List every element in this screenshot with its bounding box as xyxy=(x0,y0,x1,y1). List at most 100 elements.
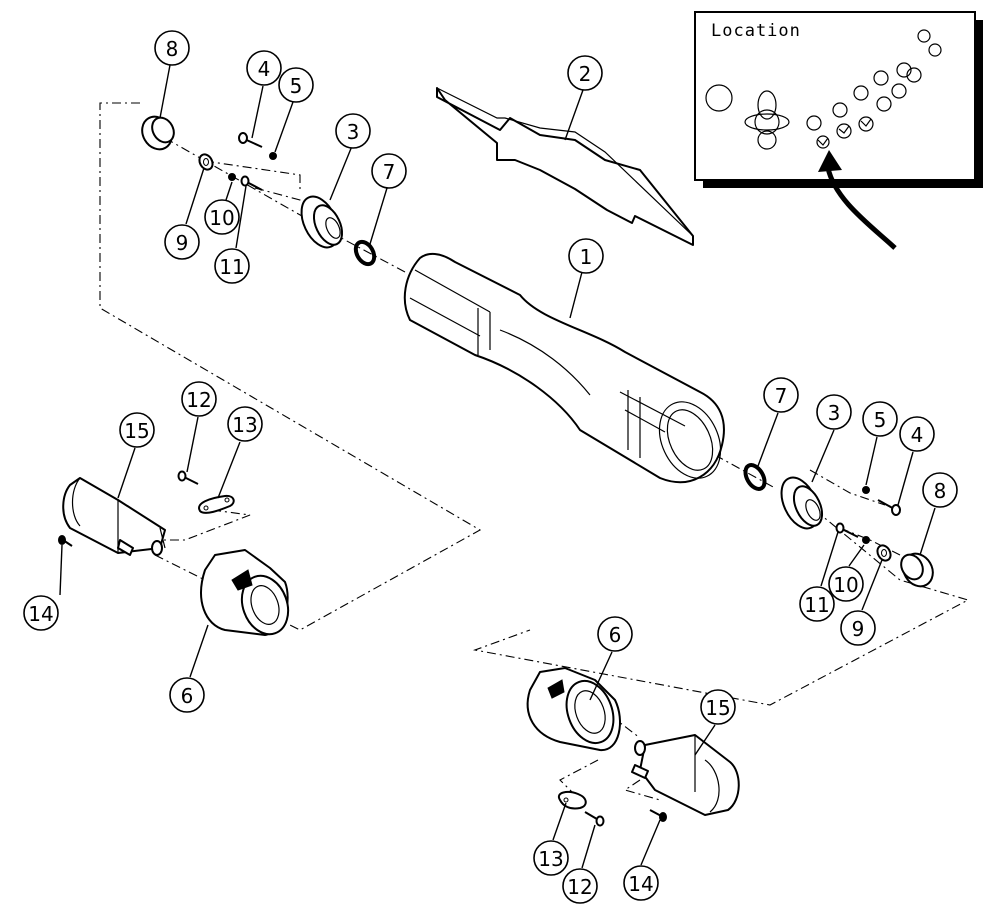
callout-number: 15 xyxy=(124,419,149,443)
callout-circle xyxy=(169,677,205,713)
callout-number: 7 xyxy=(383,160,396,184)
callout-10: 10 xyxy=(204,199,240,235)
part-12-bolt-left xyxy=(177,470,199,485)
part-13-link-right xyxy=(557,791,587,810)
part-7-seal-right xyxy=(743,463,767,491)
callout-circle xyxy=(533,840,569,876)
part-7-seal-left xyxy=(353,239,377,267)
callout-13: 13 xyxy=(533,840,569,876)
location-title: Location xyxy=(711,21,801,41)
callout-number: 13 xyxy=(232,413,257,437)
part-12-bolt-right xyxy=(584,811,605,827)
callout-circle xyxy=(899,416,935,452)
part-13-link-left xyxy=(198,494,235,514)
callout-14: 14 xyxy=(23,595,59,631)
callout-circle xyxy=(828,566,864,602)
part-8-bearing-left xyxy=(141,115,175,151)
callout-number: 8 xyxy=(934,479,947,503)
part-10-nut-right xyxy=(862,536,870,544)
callout-number: 14 xyxy=(28,602,53,626)
callout-circle xyxy=(862,401,898,437)
callout-11: 11 xyxy=(799,586,835,622)
callout-number: 6 xyxy=(181,684,194,708)
callout-number: 6 xyxy=(609,623,622,647)
callout-number: 14 xyxy=(628,872,653,896)
callout-number: 4 xyxy=(258,57,271,81)
callout-4: 4 xyxy=(246,50,282,86)
callout-number: 11 xyxy=(219,255,244,279)
callout-circle xyxy=(204,199,240,235)
callout-6: 6 xyxy=(169,677,205,713)
callout-6: 6 xyxy=(597,616,633,652)
callout-8: 8 xyxy=(922,472,958,508)
callout-number: 13 xyxy=(538,847,563,871)
callout-number: 11 xyxy=(804,593,829,617)
part-14-bolt-right xyxy=(649,809,667,822)
location-arrowhead-icon xyxy=(818,150,842,172)
callout-number: 7 xyxy=(775,384,788,408)
callout-circle xyxy=(214,248,250,284)
callout-circle xyxy=(371,153,407,189)
callout-circle xyxy=(278,67,314,103)
part-10-nut-left xyxy=(228,173,236,181)
part-1-housing xyxy=(403,252,725,484)
callout-7: 7 xyxy=(371,153,407,189)
callout-number: 9 xyxy=(852,617,865,641)
callout-7: 7 xyxy=(763,377,799,413)
part-11-bolt-right xyxy=(835,522,859,538)
callout-circle xyxy=(154,30,190,66)
callout-3: 3 xyxy=(816,394,852,430)
part-4-bolt-left xyxy=(238,132,263,148)
callout-number: 12 xyxy=(567,875,592,899)
callout-number: 5 xyxy=(874,408,887,432)
leader-lines xyxy=(59,64,936,869)
callout-2: 2 xyxy=(567,55,603,91)
callout-circle xyxy=(23,595,59,631)
location-map-icon xyxy=(705,29,942,150)
callout-circle xyxy=(562,868,598,904)
callout-9: 9 xyxy=(840,610,876,646)
callout-circle xyxy=(335,113,371,149)
callout-12: 12 xyxy=(562,868,598,904)
callout-circle xyxy=(164,224,200,260)
part-3-flange-left xyxy=(300,195,344,249)
callout-14: 14 xyxy=(623,865,659,901)
callout-number: 15 xyxy=(705,696,730,720)
callout-circle xyxy=(597,616,633,652)
callout-3: 3 xyxy=(335,113,371,149)
callout-circle xyxy=(246,50,282,86)
callout-4: 4 xyxy=(899,416,935,452)
part-6-adapter-right xyxy=(526,667,621,752)
callout-5: 5 xyxy=(862,401,898,437)
callout-number: 2 xyxy=(579,62,592,86)
part-11-bolt-left xyxy=(240,175,263,191)
callout-15: 15 xyxy=(700,689,736,725)
location-arrow-icon xyxy=(825,167,897,250)
callout-number: 12 xyxy=(186,388,211,412)
callout-12: 12 xyxy=(181,381,217,417)
callout-circle xyxy=(567,55,603,91)
part-15-motor-right xyxy=(631,734,740,816)
part-14-bolt-left xyxy=(58,535,73,547)
callout-circle xyxy=(181,381,217,417)
part-2-plate xyxy=(436,87,694,246)
part-4-bolt-right xyxy=(877,499,901,516)
callout-number: 5 xyxy=(290,74,303,98)
callout-number: 4 xyxy=(911,423,924,447)
callout-number: 10 xyxy=(209,206,234,230)
callout-9: 9 xyxy=(164,224,200,260)
callout-1: 1 xyxy=(568,238,604,274)
part-6-adapter-left xyxy=(200,549,290,636)
part-3-flange-right xyxy=(780,476,824,530)
callout-8: 8 xyxy=(154,30,190,66)
callout-number: 1 xyxy=(580,245,593,269)
callout-10: 10 xyxy=(828,566,864,602)
part-5-nut-right xyxy=(862,486,870,494)
callout-circle xyxy=(922,472,958,508)
part-15-motor-left xyxy=(62,477,166,556)
callout-circle xyxy=(568,238,604,274)
callout-15: 15 xyxy=(119,412,155,448)
location-inset: Location xyxy=(694,11,983,250)
